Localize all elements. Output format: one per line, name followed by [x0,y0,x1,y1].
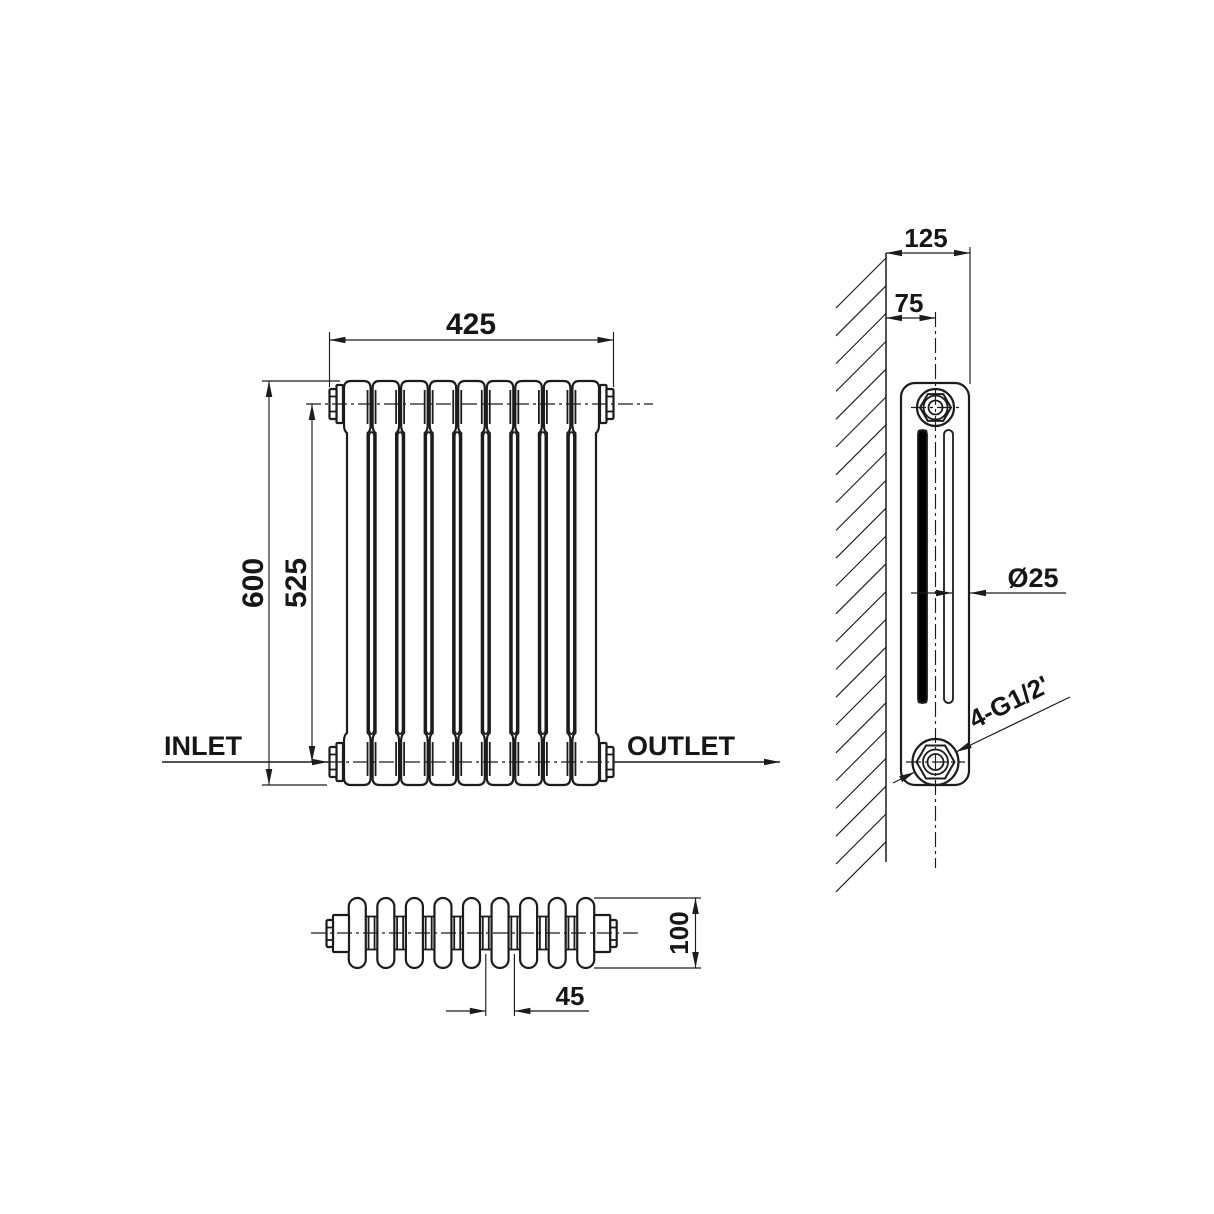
dimension-arrowhead [886,249,902,257]
wall-hatch-line [835,368,887,420]
rear-column-cap [539,431,547,436]
rear-column-cap [510,431,518,436]
wall-hatch-line [835,730,887,782]
dim-top-section-pitch: 45 [556,981,585,1011]
dimension-arrowhead [936,589,952,597]
outlet-arrowhead [764,758,780,766]
inlet-label: INLET [164,731,243,761]
dimension-arrowhead [597,336,614,344]
dimension-arrowhead [514,1007,531,1015]
side-column-slot [943,429,954,704]
radiator-section-outline [571,379,601,787]
rear-column-cap [425,431,433,436]
wall-hatch-line [835,591,887,643]
thread-arrowhead [899,772,915,783]
rear-column-cap [568,730,575,735]
radiator-section-outline [342,379,372,787]
dimension-arrowhead [265,769,273,785]
wall-hatch-line [835,257,887,309]
radiator-section-outline [514,379,543,787]
rear-column-cap [396,431,404,436]
dimension-arrowhead [692,952,699,968]
dimension-arrowhead [329,336,346,344]
thread-leader-line [955,696,1071,753]
wall-hatch-line [835,563,887,615]
dim-side-wall-to-centre: 75 [895,288,924,318]
outlet-label: OUTLET [627,731,735,761]
dimension-arrowhead [886,314,902,322]
dim-top-depth: 100 [664,911,694,954]
wall-hatch-line [835,396,887,448]
dim-front-overall-height: 600 [237,558,270,608]
dimension-arrowhead [970,589,986,597]
drawing-geometry [162,247,1071,1016]
wall-hatch-line [835,813,887,865]
wall-hatch-line [835,646,887,698]
rear-column-cap [453,431,461,436]
wall-hatch-line [835,618,887,670]
radiator-section-outline [542,379,572,787]
radiator-section-outline [371,379,401,787]
rear-column-cap [510,730,518,735]
dimension-arrowhead [308,404,316,420]
radiator-section-outline [400,379,429,787]
rear-column-cap [453,730,461,735]
rear-column-cap [482,431,490,436]
dimension-arrowhead [919,314,936,322]
drawing-line [917,429,928,704]
radiator-section-outline [485,379,515,787]
wall-hatch-line [835,785,887,837]
rear-column-cap [539,730,547,735]
thread-arrowhead [956,741,972,752]
rear-column-cap [396,730,404,735]
dimension-arrowhead [469,1007,486,1015]
dimension-arrowhead [265,381,273,397]
wall-hatch-line [835,424,887,476]
radiator-section-outline [457,379,486,787]
wall-hatch-line [835,674,887,726]
wall-hatch-line [835,535,887,587]
dimension-arrowhead [308,746,316,762]
wall-hatch-line [835,452,887,504]
rear-column-cap [368,730,375,735]
wall-hatch-line [835,285,887,337]
dim-front-pipe-centres: 525 [280,558,313,608]
thread-spec-label: 4-G1/2' [964,669,1054,734]
dim-side-depth: 125 [904,223,947,253]
dimension-arrowhead [954,249,970,257]
dimension-arrowhead [692,898,699,914]
wall-hatch-line [835,757,887,809]
rear-column-cap [425,730,433,735]
wall-hatch-line [835,313,887,365]
rear-column-cap [482,730,490,735]
rear-column-cap [368,431,375,436]
wall-hatch-line [835,702,887,754]
wall-hatch-line [835,479,887,531]
rear-column-cap [568,431,575,436]
dim-side-column-diameter: Ø25 [1007,563,1058,593]
wall-hatch-line [835,841,887,893]
wall-hatch-line [835,340,887,392]
dim-front-width: 425 [446,308,496,341]
inlet-arrowhead [312,758,328,766]
wall-hatch-line [835,507,887,559]
radiator-section-outline [428,379,458,787]
side-column-slot [917,429,928,704]
